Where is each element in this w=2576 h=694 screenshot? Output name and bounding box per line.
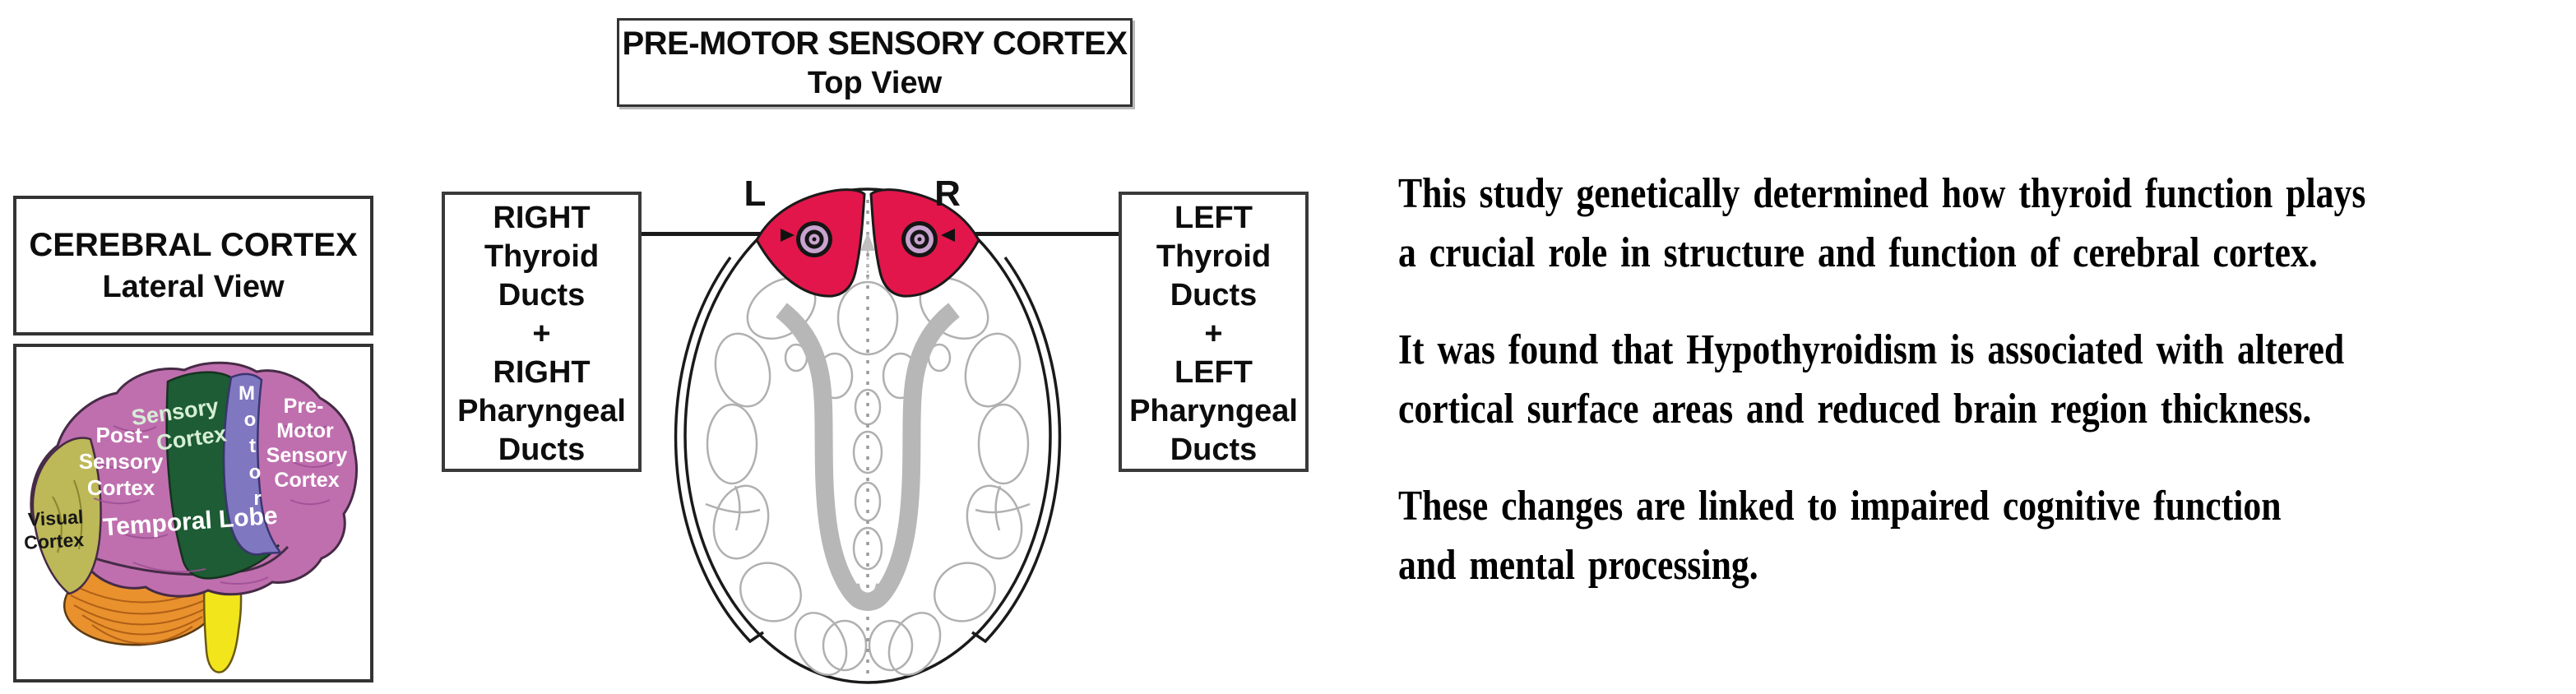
brain-top-view-diagram: L R bbox=[674, 174, 1062, 684]
study-paragraph: These changes are linked to impaired cog… bbox=[1398, 477, 2382, 595]
midline-arrow-icon bbox=[860, 233, 875, 284]
premotor-title: PRE-MOTOR SENSORY CORTEX bbox=[622, 25, 1128, 62]
premotor-label: Sensory bbox=[266, 444, 348, 467]
left-target-icon bbox=[796, 221, 832, 257]
duct-box-line: Pharyngeal bbox=[457, 394, 626, 428]
postsensory-label: Post- bbox=[96, 423, 150, 447]
postsensory-label: Cortex bbox=[87, 475, 155, 500]
left-thyroid-ducts-box: LEFT Thyroid Ducts + LEFT Pharyngeal Duc… bbox=[1119, 192, 1309, 472]
side-arc bbox=[674, 256, 1062, 644]
motor-label: t bbox=[249, 435, 256, 457]
study-text-line: It was found that Hypothyroidism is asso… bbox=[1398, 326, 2345, 373]
duct-box-line: + bbox=[532, 317, 551, 351]
visual-cortex-label: Cortex bbox=[24, 529, 85, 553]
study-text-line: and mental processing. bbox=[1398, 542, 1758, 589]
motor-label: r bbox=[253, 488, 261, 510]
hemisphere-label-right: R bbox=[934, 174, 961, 214]
right-ducts-connector-line bbox=[642, 232, 780, 236]
visual-cortex-region bbox=[31, 437, 102, 595]
premotor-label: Pre- bbox=[284, 395, 324, 418]
duct-box-line: RIGHT bbox=[493, 201, 591, 235]
cerebral-cortex-title-box: CEREBRAL CORTEX Lateral View bbox=[13, 196, 373, 335]
cerebral-cortex-subtitle: Lateral View bbox=[102, 270, 285, 304]
study-text-line: This study genetically determined how th… bbox=[1398, 170, 2366, 217]
premotor-label: Cortex bbox=[274, 469, 339, 492]
brain-lateral-diagram: Sensory Cortex M o t o r Pre- Motor Sens… bbox=[24, 361, 358, 673]
visual-cortex-sulci bbox=[52, 479, 83, 553]
premotor-subtitle: Top View bbox=[807, 66, 943, 100]
duct-box-line: LEFT bbox=[1174, 355, 1253, 390]
duct-box-line: Ducts bbox=[498, 278, 586, 312]
study-text-line: These changes are linked to impaired cog… bbox=[1398, 483, 2282, 530]
study-text-line: a crucial role in structure and function… bbox=[1398, 229, 2318, 276]
duct-box-line: RIGHT bbox=[493, 355, 591, 390]
duct-box-line: Ducts bbox=[1170, 278, 1258, 312]
study-paragraph: This study genetically determined how th… bbox=[1398, 164, 2382, 283]
ventricles bbox=[776, 303, 960, 611]
motor-label: o bbox=[249, 461, 262, 483]
study-paragraph: It was found that Hypothyroidism is asso… bbox=[1398, 321, 2382, 439]
brain-lateral-view-box: Sensory Cortex M o t o r Pre- Motor Sens… bbox=[13, 344, 373, 682]
motor-cortex-region bbox=[222, 372, 283, 556]
duct-box-line: Ducts bbox=[498, 433, 586, 467]
duct-box-line: Thyroid bbox=[484, 239, 600, 274]
duct-box-line: LEFT bbox=[1174, 201, 1253, 235]
study-text-line: cortical surface areas and reduced brain… bbox=[1398, 386, 2312, 433]
right-target-icon bbox=[901, 221, 938, 257]
duct-box-line: Thyroid bbox=[1156, 239, 1272, 274]
hemisphere-label-left: L bbox=[744, 174, 767, 214]
right-pointer-arrow-icon bbox=[941, 229, 955, 242]
duct-box-line: Pharyngeal bbox=[1129, 394, 1298, 428]
duct-box-line: + bbox=[1204, 317, 1223, 351]
premotor-label: Motor bbox=[276, 419, 334, 442]
cortex-sulci bbox=[93, 425, 334, 585]
visual-cortex-label: Visual bbox=[27, 506, 84, 530]
postsensory-label: Sensory bbox=[79, 449, 164, 474]
motor-label: o bbox=[244, 409, 257, 431]
premotor-title-box: PRE-MOTOR SENSORY CORTEX Top View bbox=[617, 18, 1133, 107]
study-summary-text: This study genetically determined how th… bbox=[1398, 164, 2382, 633]
cerebral-cortex-title: CEREBRAL CORTEX bbox=[29, 227, 358, 263]
motor-label: M bbox=[239, 382, 255, 405]
left-pointer-arrow-icon bbox=[781, 229, 795, 242]
duct-box-line: Ducts bbox=[1170, 433, 1258, 467]
left-ducts-connector-line bbox=[956, 232, 1119, 236]
right-thyroid-ducts-box: RIGHT Thyroid Ducts + RIGHT Pharyngeal D… bbox=[442, 192, 642, 472]
